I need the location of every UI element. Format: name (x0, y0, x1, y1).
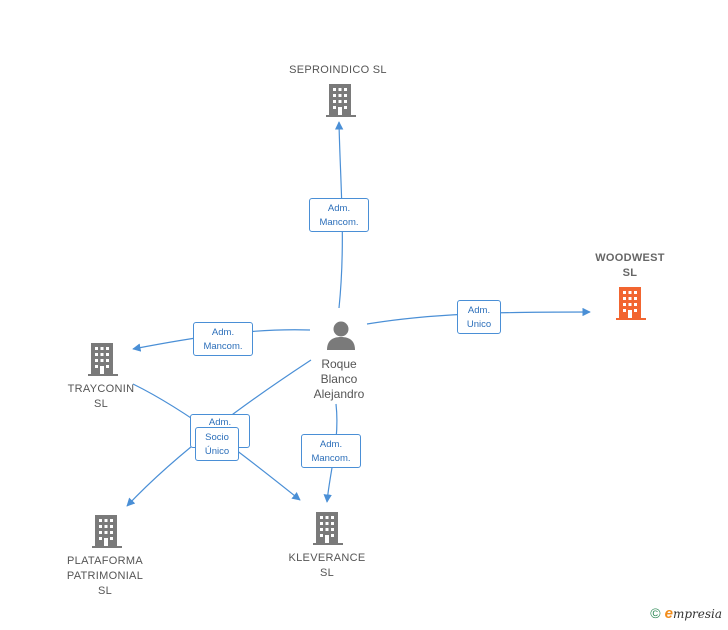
person-icon (327, 321, 355, 350)
brand-name: mpresia (672, 607, 722, 621)
node-label-plataforma[interactable]: PLATAFORMA PATRIMONIAL SL (66, 555, 144, 597)
building-icon-plataforma (92, 515, 122, 548)
node-label-trayconin[interactable]: TRAYCONIN SL (67, 383, 135, 410)
edge-label-plataforma-socio: Socio Único (195, 427, 239, 461)
node-label-kleverance[interactable]: KLEVERANCE SL (288, 552, 366, 579)
edge-label-trayconin: Adm. Mancom. (193, 322, 253, 356)
edge-label-woodwest: Adm. Unico (457, 300, 501, 334)
building-icon-woodwest (616, 287, 646, 320)
edge-label-seproindico: Adm. Mancom. (309, 198, 369, 232)
node-label-woodwest[interactable]: WOODWEST SL (595, 252, 665, 279)
building-icon-seproindico (326, 84, 356, 117)
building-icon-trayconin (88, 343, 118, 376)
copyright-symbol: © (650, 605, 661, 621)
footer-brand: ©empresia (650, 605, 722, 622)
person-name[interactable]: Roque Blanco Alejandro (313, 357, 365, 401)
node-label-seproindico[interactable]: SEPROINDICO SL (289, 64, 387, 76)
brand-logo-e: e (664, 605, 673, 622)
edge-label-kleverance: Adm. Mancom. (301, 434, 361, 468)
building-icon-kleverance (313, 512, 343, 545)
